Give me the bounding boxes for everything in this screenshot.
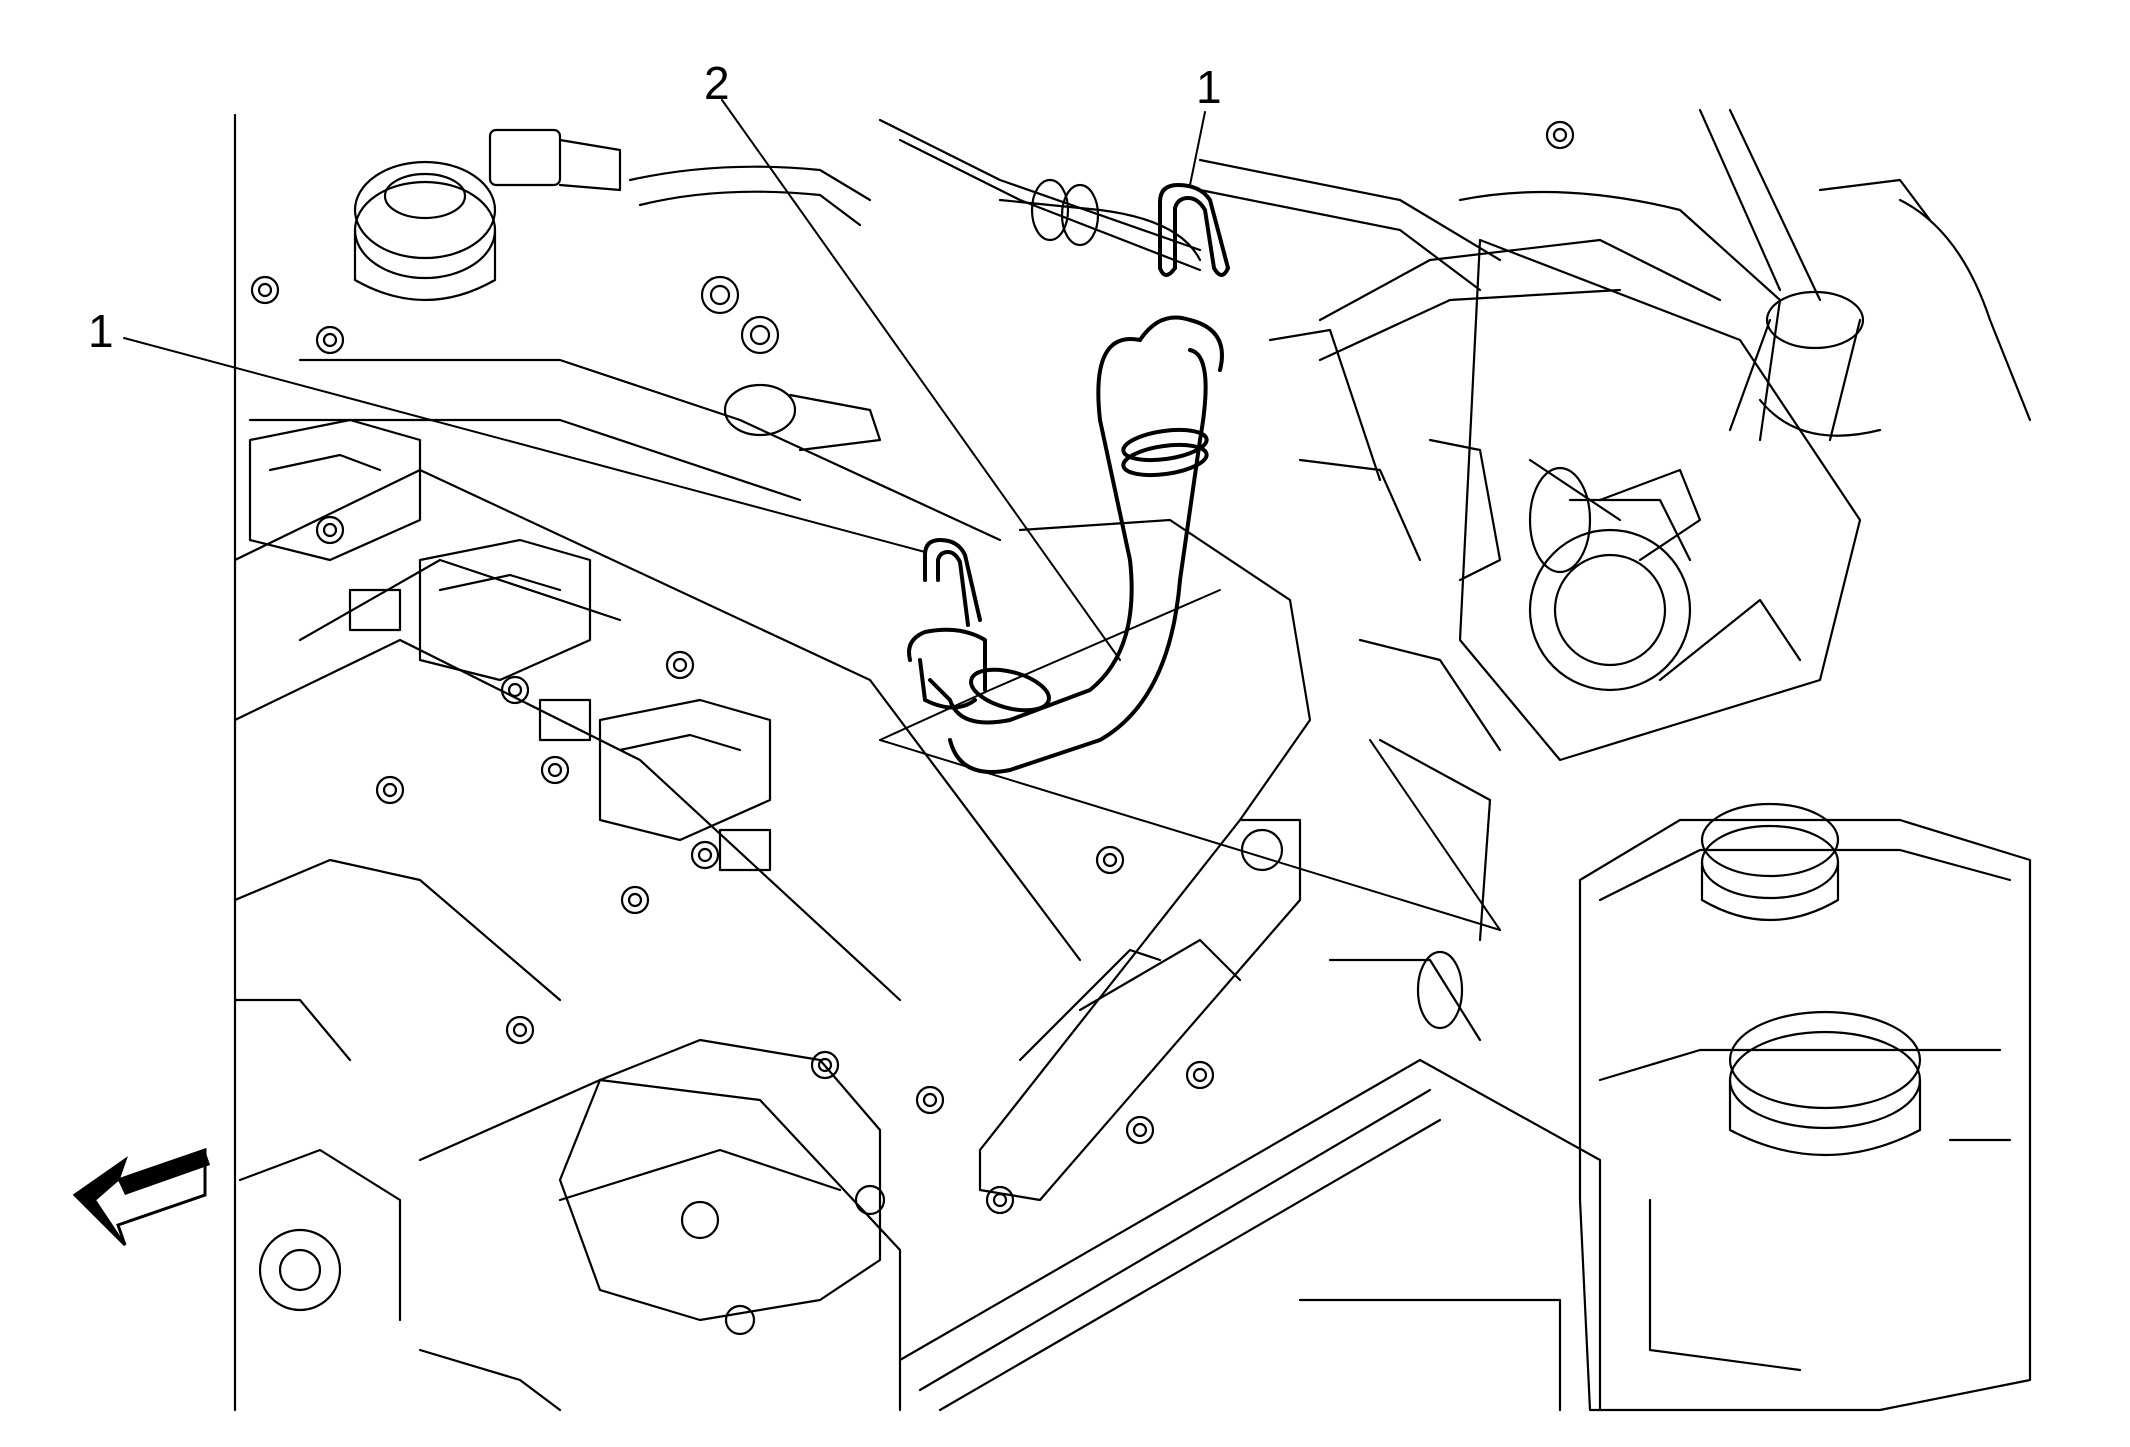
detail-lines [1018,328,1802,1042]
bolts [250,120,1575,1215]
callout-label-hose: 2 [704,57,730,109]
radiator-support [898,1058,1602,1412]
hose-clamp-left [907,538,987,710]
front-arrow-icon [72,1147,210,1247]
hose-clamp-top [1158,183,1230,277]
callout-boundary [879,589,1501,931]
timing-cover [238,1038,886,1412]
heater-hose [928,315,1224,774]
connectors-upper [488,128,882,452]
air-box [1428,238,1862,762]
callout-label-clamp-top: 1 [1196,61,1222,113]
callout-label-clamp-left: 1 [88,305,114,357]
oil-filler-cap [353,160,497,301]
leader-lines [123,99,1206,661]
right-intake [1318,108,2032,442]
coolant-reservoir [1578,802,2032,1412]
upper-pipes [628,118,1502,292]
ignition-coils [248,418,772,872]
